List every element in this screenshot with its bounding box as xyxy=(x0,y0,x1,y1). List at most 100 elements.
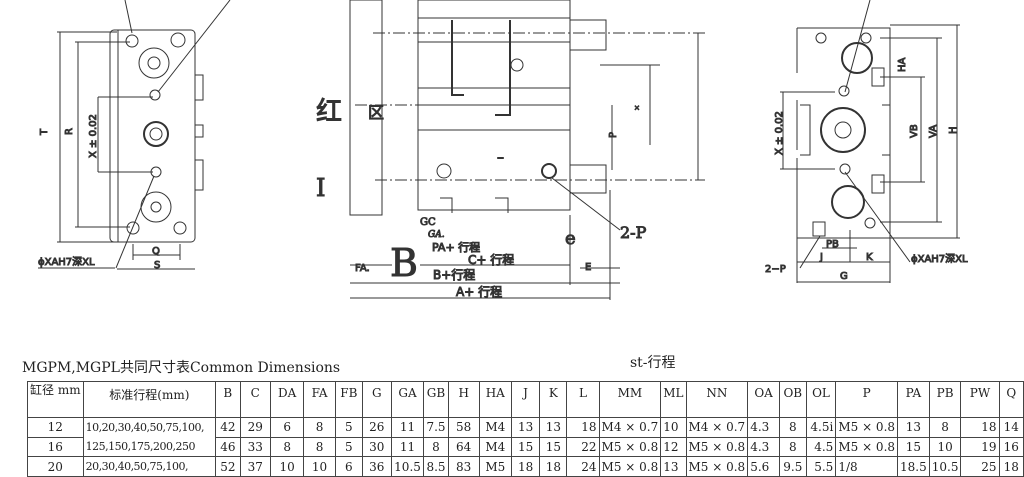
column-header: ML xyxy=(660,381,687,418)
dim-X-right: X ± 0.02 xyxy=(774,111,785,155)
dim-J: J xyxy=(819,252,823,263)
label-I: I xyxy=(316,174,325,202)
dim-GA: GA. xyxy=(428,230,445,240)
table-cell: M5 × 0.8 xyxy=(598,436,662,457)
table-cell: 1/8 xyxy=(835,456,899,477)
table-cell: 4.3 xyxy=(747,417,780,438)
column-header: J xyxy=(510,381,541,418)
column-header: GA xyxy=(390,381,425,418)
column-header: 标准行程(mm) xyxy=(82,381,217,418)
column-header: B xyxy=(215,381,241,418)
table-cell: 10 xyxy=(303,456,336,477)
table-cell: 15 xyxy=(897,436,930,457)
dim-H: H xyxy=(948,126,959,134)
table-row: 12 10,20,30,40,50,75,100, 125,150,175,200… xyxy=(27,417,1024,457)
table-cell: 11 xyxy=(390,417,425,438)
dim-S: S xyxy=(154,260,160,271)
label-dash: – xyxy=(497,150,504,166)
table-cell: M4 xyxy=(478,417,512,438)
dim-VB: VB xyxy=(909,124,920,138)
column-header: FB xyxy=(334,381,363,418)
hole-spec-right: ϕXAH7深XL xyxy=(911,253,968,265)
dim-B: B+行程 xyxy=(433,267,475,282)
column-header: H xyxy=(447,381,480,418)
dim-HA: HA xyxy=(897,57,908,72)
table-cell: 18.5 xyxy=(897,456,930,477)
column-header: OA xyxy=(747,381,780,418)
column-header: OL xyxy=(805,381,837,418)
table-cell: 4.3 xyxy=(747,436,780,457)
table-cell: 10.5 xyxy=(390,456,425,477)
table-cell: 16 xyxy=(998,436,1024,457)
dim-K: K xyxy=(866,252,873,263)
table-cell: 6 xyxy=(269,417,305,438)
port-label: 2-P xyxy=(620,223,647,242)
column-header: K xyxy=(539,381,568,418)
table-cell: 10 xyxy=(928,436,962,457)
stroke-range-cell: 10,20,30,40,50,75,100, 125,150,175,200,2… xyxy=(82,417,217,457)
column-header: HA xyxy=(478,381,512,418)
technical-drawing: T R X ± 0.02 Q S ϕXAH7深XL 红 区 I – GC GA.… xyxy=(38,0,969,300)
table-cell: 20 xyxy=(27,456,84,477)
table-cell: 29 xyxy=(239,417,271,438)
table-cell: 37 xyxy=(239,456,271,477)
table-cell: 6 xyxy=(334,456,363,477)
dim-VA: VA xyxy=(928,125,939,138)
table-cell: 13 xyxy=(539,417,568,438)
table-cell: 15 xyxy=(539,436,568,457)
dim-A: A+ 行程 xyxy=(456,284,502,299)
column-header: G xyxy=(361,381,392,418)
column-header: GB xyxy=(423,381,449,418)
dim-T: T xyxy=(39,128,50,136)
table-cell: 8 xyxy=(779,417,807,438)
table-cell: 9.5 xyxy=(779,456,807,477)
column-header: OB xyxy=(779,381,807,418)
table-cell: 8.5 xyxy=(423,456,449,477)
table-cell: 33 xyxy=(239,436,271,457)
table-cell: 83 xyxy=(447,456,480,477)
label-red: 红 xyxy=(316,97,342,127)
table-cell: M5 × 0.8 xyxy=(685,436,749,457)
table-cell: 13 xyxy=(510,417,541,438)
table-cell: 15 xyxy=(510,436,541,457)
dim-PA: PA+ 行程 xyxy=(432,241,480,254)
label-box: 区 xyxy=(368,103,384,122)
table-cell: 24 xyxy=(566,456,600,477)
table-cell: 8 xyxy=(423,436,449,457)
table-cell: 25 xyxy=(960,456,1000,477)
dim-C: C+ 行程 xyxy=(468,252,514,267)
column-header: DA xyxy=(269,381,305,418)
table-cell: 5.6 xyxy=(747,456,780,477)
table-cell: 18 xyxy=(566,417,600,438)
table-cell: 58 xyxy=(447,417,480,438)
table-cell: 13 xyxy=(660,456,687,477)
label-e: e xyxy=(565,228,576,249)
table-cell: 8 xyxy=(779,436,807,457)
table-cell: M5 × 0.8 xyxy=(835,436,899,457)
dim-x: × xyxy=(634,104,640,112)
dim-PB: PB xyxy=(826,239,839,250)
table-cell: 30 xyxy=(361,436,392,457)
column-header: 缸径 mm xyxy=(27,381,84,418)
table-cell: 14 xyxy=(998,417,1024,438)
column-header: FA xyxy=(303,381,336,418)
table-cell: 10 xyxy=(660,417,687,438)
table-cell: 10 xyxy=(269,456,305,477)
dim-Q: Q xyxy=(152,246,160,257)
table-cell: 52 xyxy=(215,456,241,477)
table-cell: 19 xyxy=(960,436,1000,457)
table-cell: 5.5 xyxy=(805,456,837,477)
dim-P: P xyxy=(608,132,619,138)
table-cell: 11 xyxy=(390,436,425,457)
column-header: C xyxy=(239,381,271,418)
table-cell: 7.5 xyxy=(423,417,449,438)
table-cell: 12 xyxy=(660,436,687,457)
column-header: P xyxy=(835,381,899,418)
table-cell: 64 xyxy=(447,436,480,457)
stroke-range-cell: 20,30,40,50,75,100, xyxy=(82,456,217,477)
table-cell: M4 × 0.7 xyxy=(685,417,749,438)
